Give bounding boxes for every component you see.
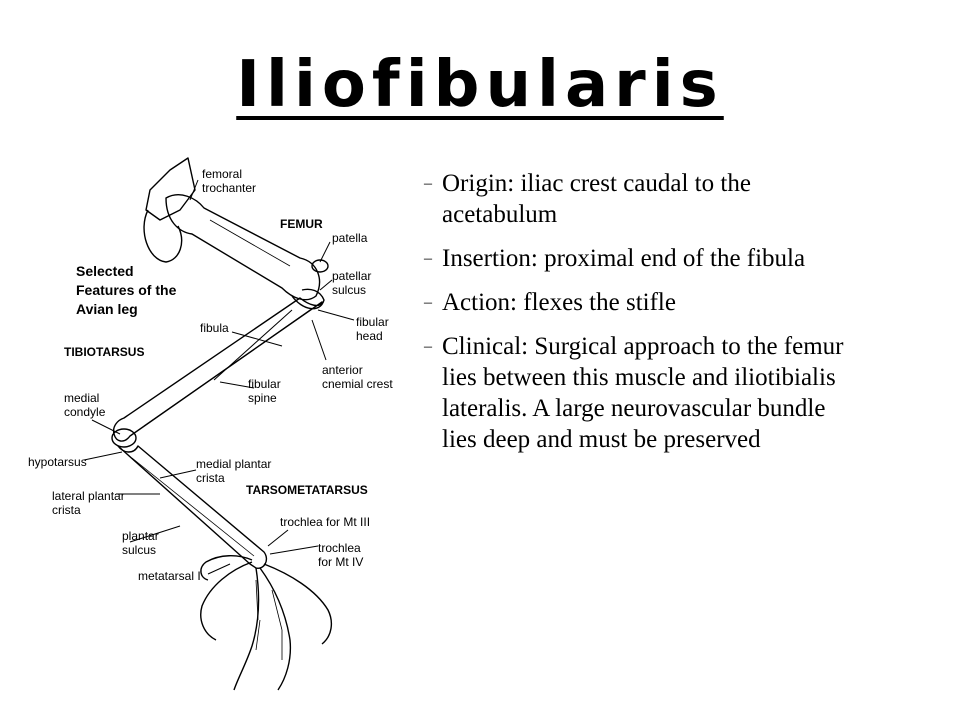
diagram-caption-2: Features of the	[76, 282, 177, 298]
label-medial-condyle-1: medial	[64, 391, 99, 405]
label-fibular-spine-1: fibular	[248, 377, 281, 391]
bullet-marker: –	[424, 175, 432, 192]
slide-title: Iliofibularis	[236, 48, 724, 122]
label-medial-condyle-2: condyle	[64, 405, 106, 419]
pelvis-outline	[145, 157, 196, 221]
label-metatarsal-1: metatarsal I	[138, 569, 201, 583]
diagram-caption-1: Selected	[76, 263, 134, 279]
label-trochlea-mt3: trochlea for Mt III	[280, 515, 370, 529]
label-patellar-sulcus-2: sulcus	[332, 283, 366, 297]
label-patellar-sulcus-1: patellar	[332, 269, 371, 283]
leg-bones	[111, 157, 333, 691]
bullet-clinical: –Clinical: Surgical approach to the femu…	[424, 331, 844, 455]
label-trochlea-mt4-2: for Mt IV	[318, 555, 363, 569]
label-medial-plantar-crista-2: crista	[196, 471, 225, 485]
label-anterior-cnemial-crest-1: anterior	[322, 363, 363, 377]
diagram-caption-3: Avian leg	[76, 301, 138, 317]
toe-2	[233, 567, 260, 691]
bullet-insertion: –Insertion: proximal end of the fibula	[424, 243, 844, 274]
label-medial-plantar-crista-1: medial plantar	[196, 457, 271, 471]
label-lateral-plantar-crista-1: lateral plantar	[52, 489, 125, 503]
label-trochlea-mt4-1: trochlea	[318, 541, 361, 555]
hip-socket	[143, 209, 183, 263]
bullet-marker: –	[424, 250, 432, 267]
femur-bone	[165, 194, 321, 301]
knee-joint	[291, 288, 325, 310]
avian-leg-diagram: femoral trochanter FEMUR Selected Featur…	[28, 157, 393, 691]
bullet-text: Insertion: proximal end of the fibula	[442, 245, 806, 272]
label-patella: patella	[332, 231, 368, 245]
toe-4	[263, 563, 333, 645]
fibula-bone	[213, 309, 293, 381]
patella-bone	[311, 259, 329, 273]
label-anterior-cnemial-crest-2: cnemial crest	[322, 377, 393, 391]
bullet-origin: –Origin: iliac crest caudal to the aceta…	[424, 168, 844, 230]
label-plantar-sulcus-2: sulcus	[122, 543, 156, 557]
bullet-list: –Origin: iliac crest caudal to the aceta…	[424, 168, 844, 468]
tibiotarsus-bone	[112, 297, 323, 442]
tarsometatarsus-bone	[117, 445, 268, 569]
label-fibular-spine-2: spine	[248, 391, 277, 405]
label-femur: FEMUR	[280, 217, 323, 231]
hallux	[200, 555, 253, 581]
label-fibular-head-2: head	[356, 329, 383, 343]
bullet-text: Action: flexes the stifle	[442, 289, 676, 316]
label-hypotarsus: hypotarsus	[28, 455, 87, 469]
label-femoral-trochanter-2: trochanter	[202, 181, 256, 195]
bullet-action: –Action: flexes the stifle	[424, 287, 844, 318]
bullet-text: Origin: iliac crest caudal to the acetab…	[442, 170, 751, 228]
bullet-text: Clinical: Surgical approach to the femur…	[442, 333, 844, 453]
toe-1	[200, 561, 253, 641]
label-leaders	[83, 179, 355, 575]
label-plantar-sulcus-1: plantar	[122, 529, 159, 543]
label-fibular-head-1: fibular	[356, 315, 389, 329]
label-femoral-trochanter-1: femoral	[202, 167, 242, 181]
bullet-marker: –	[424, 294, 432, 311]
diagram-labels: femoral trochanter FEMUR Selected Featur…	[28, 167, 393, 583]
ankle-joint	[111, 428, 137, 448]
toe-3	[259, 567, 292, 691]
label-fibula: fibula	[200, 321, 229, 335]
label-tibiotarsus: TIBIOTARSUS	[64, 345, 144, 359]
label-tarsometatarsus: TARSOMETATARSUS	[246, 483, 368, 497]
bullet-marker: –	[424, 338, 432, 355]
label-lateral-plantar-crista-2: crista	[52, 503, 81, 517]
